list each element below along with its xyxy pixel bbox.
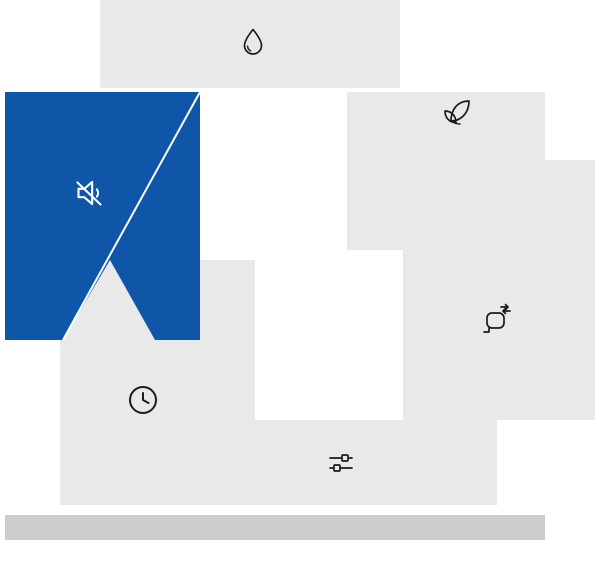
clock-icon <box>126 383 160 417</box>
options-tile <box>200 420 497 505</box>
blue-ribbon-banner <box>5 92 200 340</box>
plug-tile <box>403 160 595 420</box>
speaker-mute-icon <box>68 172 110 214</box>
leaf-icon <box>439 95 475 131</box>
water-drop-icon <box>237 26 269 58</box>
ribbon-shape <box>5 92 200 340</box>
plug-swap-icon <box>477 302 513 338</box>
top-tile <box>100 0 400 88</box>
options-sliders-icon <box>325 447 357 479</box>
bottom-bar <box>5 515 545 540</box>
